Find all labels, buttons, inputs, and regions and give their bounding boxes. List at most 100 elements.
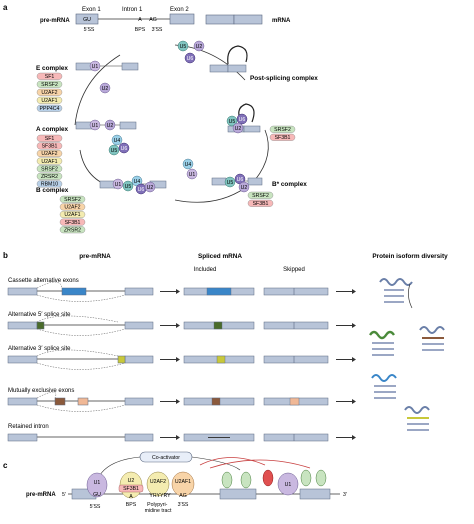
c-yryyry-label: YRYYRY — [149, 493, 171, 499]
included-exon — [213, 321, 223, 330]
factor-label: U2AF1 — [41, 159, 57, 165]
factor-pill — [36, 96, 63, 104]
c-polypyr-line2: midine tract — [145, 508, 172, 514]
factor-pill — [59, 195, 86, 203]
panel-b-label: b — [3, 251, 8, 260]
c-ss3-label: 3′SS — [178, 502, 189, 508]
factor-label: SRSF2 — [41, 166, 58, 172]
splice-row-label: Alternative 3′ splice site — [8, 346, 71, 352]
recycled-u5-snrnp — [177, 40, 189, 52]
factor-pill — [59, 210, 86, 218]
protein-isoform-cartoons — [369, 278, 445, 431]
factor-label: SRSF2 — [274, 127, 291, 133]
c-gu-label: GU — [93, 492, 101, 498]
free-u2: U2 — [99, 82, 111, 94]
splice-arc — [36, 281, 63, 289]
factor-pill — [36, 134, 63, 142]
c-polypyr-line1: Polypyri- — [147, 502, 167, 508]
protein-arrowhead — [352, 435, 356, 440]
col-skipped: Skipped — [283, 267, 305, 273]
splice-row-label: Retained intron — [8, 424, 49, 430]
bstar-complex: B* complex U5 U6 U2 — [211, 173, 307, 193]
row-arrowhead — [176, 399, 180, 404]
cycle-arrow-b-bstar — [174, 187, 246, 203]
factor-pill — [36, 157, 63, 165]
bstar-u2-snrnp — [238, 181, 250, 193]
mutex-exon-b — [77, 397, 89, 406]
row-arrowhead — [176, 323, 180, 328]
a-u1-snrnp — [89, 119, 101, 131]
panel-c-label: c — [3, 461, 8, 470]
factor-label: SF3B1 — [42, 144, 58, 150]
gu-label: GU — [83, 17, 91, 23]
c-exon2 — [219, 488, 257, 500]
c-polypyr-label: Polypyri- midine tract — [145, 502, 172, 514]
col-spliced: Spliced mRNA — [198, 253, 242, 260]
e-complex-title: E complex — [36, 65, 68, 72]
premrna-exon-right — [124, 287, 154, 296]
tri-u6-snrnp — [118, 142, 130, 154]
mutex-exon-a — [54, 397, 66, 406]
factor-pill — [269, 125, 296, 133]
protein-isoform-4 — [371, 374, 397, 399]
splice-arc — [36, 349, 119, 357]
coactivator-label: Co-activator — [152, 455, 180, 461]
splice-row-label: Mutually exclusive exons — [8, 388, 74, 394]
factor-label: RBM10 — [41, 182, 58, 188]
bstar-u5-snrnp — [224, 176, 236, 188]
exon2-box — [169, 13, 195, 25]
row-arrowhead — [176, 435, 180, 440]
e-exon2 — [121, 62, 139, 71]
c-exon3 — [299, 488, 331, 500]
factor-label: SF1 — [45, 136, 55, 142]
c-u1-downstream-label: U1 — [285, 482, 292, 488]
bps-label: BPS — [135, 27, 146, 33]
splice-row: Alternative 3′ splice site — [7, 346, 356, 370]
splice-arc — [36, 404, 126, 412]
recycled-snrnps: U5 U2 U6 — [177, 40, 205, 64]
protein-arrowhead — [352, 289, 356, 294]
post-lariat — [227, 45, 248, 65]
splice-arc — [36, 315, 119, 323]
skipped-mrna — [263, 321, 329, 330]
b-complex-title: B complex — [36, 187, 69, 194]
protein-arrowhead — [352, 323, 356, 328]
coactivator-link-right — [191, 456, 241, 471]
b-u1-label: U1 — [115, 182, 122, 188]
factor-label: U2AF2 — [41, 151, 57, 157]
c-bps-label: BPS — [126, 502, 137, 508]
premrna-exon-left — [7, 321, 38, 330]
b-u5-label: U5 — [125, 184, 132, 190]
splice-arc — [36, 362, 126, 370]
post-splicing-complex: Post-splicing complex U5 U6 U2 — [209, 45, 318, 134]
c-sr-protein-3 — [300, 469, 312, 487]
c-u2af1-label: U2AF1 — [175, 479, 191, 485]
c-u2af2-label: U2AF2 — [150, 479, 166, 485]
splice-row-label: Alternative 5′ splice site — [8, 312, 71, 318]
released-u1-u4: U4 U1 — [182, 158, 198, 180]
mrna-exon1 — [205, 14, 235, 25]
c-ss5-label: 5′SS — [90, 504, 101, 510]
e-complex: E complex U1 — [36, 60, 139, 72]
released-u4-label: U4 — [185, 162, 192, 168]
included-exon — [211, 397, 221, 406]
intron1-label: Intron 1 — [122, 7, 143, 13]
b-u2-label: U2 — [147, 185, 154, 191]
splice-arc — [36, 294, 126, 302]
coactivator-link-left — [99, 456, 141, 476]
u2-snrnp — [99, 82, 111, 94]
free-tri-snrnp: U4 U5 U6 — [108, 134, 130, 156]
post-mrna-exon1 — [209, 64, 229, 73]
factor-pill — [36, 172, 63, 180]
splice-row-label: Cassette alternative exons — [8, 278, 79, 284]
cycle-arrow-bstar-post — [254, 129, 269, 181]
c-three-prime: 3′ — [343, 492, 347, 498]
factor-label: SF3B1 — [253, 201, 269, 207]
a-u2-label: U2 — [107, 123, 114, 129]
recycled-u2-label: U2 — [196, 44, 203, 50]
col-protein: Protein isoform diversity — [372, 253, 448, 260]
premrna-exon-left — [7, 287, 38, 296]
c-ag-label: AG — [179, 493, 187, 499]
